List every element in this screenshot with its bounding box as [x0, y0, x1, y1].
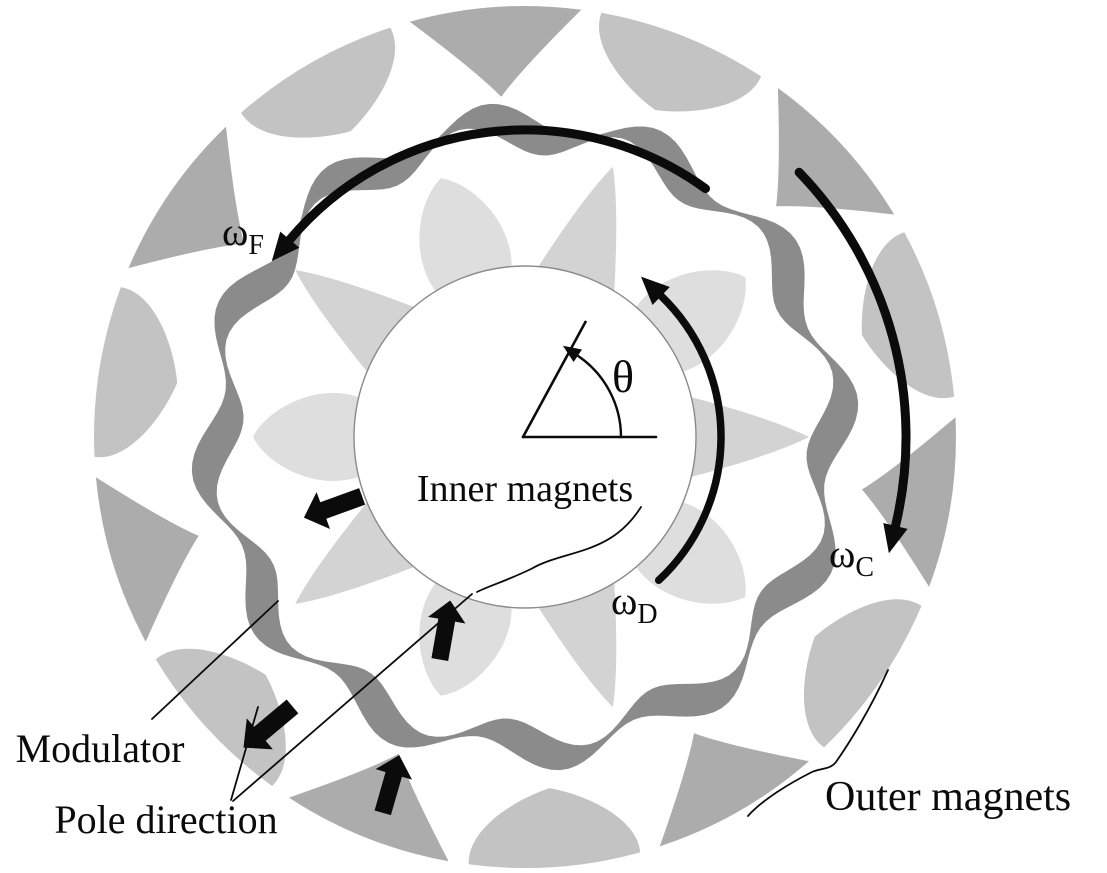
- outer-magnet-petal: [155, 648, 286, 786]
- omega-c-subscript: C: [855, 552, 874, 583]
- theta-angle-label: θ: [612, 351, 634, 402]
- inner-magnet-petal: [538, 582, 617, 708]
- inner-rotor-rotation-arrow: [654, 292, 725, 585]
- outer-magnets-leader-line: [747, 669, 889, 817]
- outer-magnet-petal: [241, 27, 396, 138]
- omega-f-subscript: F: [248, 230, 264, 261]
- pole-direction-arrow: [243, 699, 299, 750]
- omega-symbol: ω: [222, 209, 248, 254]
- omega-symbol: ω: [829, 531, 855, 576]
- pole-direction-leader-line: [230, 706, 259, 801]
- omega-f-modulator-speed-label: ωF: [222, 209, 264, 261]
- inner-rotor-rotation-arrow-head: [641, 276, 670, 305]
- text-labels: Inner magnets Outer magnets Modulator Po…: [16, 209, 1072, 842]
- leader-lines: [151, 506, 889, 817]
- outer-rotor-rotation-arrow-head: [883, 523, 908, 554]
- inner-magnets-leader-line: [476, 506, 642, 593]
- pole-direction-label: Pole direction: [54, 797, 277, 842]
- inner-magnet-petal: [538, 166, 617, 292]
- outer-magnet-petal: [598, 12, 762, 112]
- outer-magnet-petal: [128, 126, 245, 269]
- modulator-leader-line: [151, 600, 279, 720]
- omega-d-inner-rotor-speed-label: ωD: [611, 578, 658, 630]
- outer-magnet-petal: [776, 88, 895, 215]
- theta-arc-head: [562, 345, 582, 362]
- inner-magnet-petal: [419, 178, 512, 292]
- inner-magnets-label: Inner magnets: [417, 468, 633, 510]
- outer-magnet-petal: [95, 477, 199, 642]
- outer-rotor-rotation-arrow: [794, 167, 911, 531]
- inner-magnet-petal: [295, 502, 414, 604]
- outer-magnet-petal: [468, 788, 641, 868]
- gear-rings: [94, 6, 956, 868]
- modulator-rotation-arrow: [285, 125, 710, 245]
- outer-magnets-label: Outer magnets: [825, 774, 1071, 820]
- outer-magnet-petal: [94, 287, 178, 458]
- outer-magnet-petal: [659, 733, 809, 847]
- angle-theta-marker: [521, 320, 658, 439]
- inner-magnet-petal: [253, 392, 359, 482]
- rotation-and-pole-arrows: [243, 125, 911, 816]
- pole-direction-leader-line: [232, 593, 473, 802]
- outer-magnet-petal: [803, 599, 922, 748]
- pole-direction-arrow: [374, 755, 413, 816]
- omega-d-subscript: D: [637, 599, 657, 630]
- omega-symbol: ω: [611, 578, 637, 623]
- inner-magnet-petal: [295, 270, 414, 372]
- outer-magnet-petal: [288, 753, 449, 862]
- outer-magnet-petal: [861, 232, 955, 399]
- modulator-label: Modulator: [16, 726, 185, 771]
- modulator-rotation-arrow-head: [271, 231, 300, 262]
- outer-magnet-petal: [409, 6, 582, 97]
- omega-c-outer-rotor-speed-label: ωC: [829, 531, 874, 583]
- inner-magnet-petal: [691, 397, 809, 477]
- pole-direction-arrow: [428, 600, 466, 662]
- theta-arc: [576, 354, 623, 439]
- theta-rotated-line: [521, 320, 587, 439]
- outer-magnet-petal: [861, 417, 956, 587]
- pole-direction-arrow: [303, 488, 366, 529]
